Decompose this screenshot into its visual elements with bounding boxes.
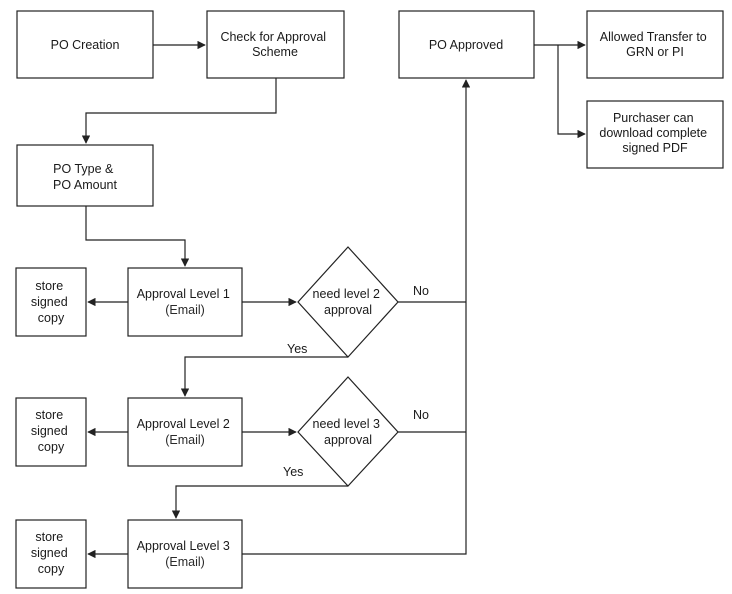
approval-level-1-box bbox=[127, 267, 243, 337]
edge-level3-to-approved bbox=[242, 79, 471, 555]
store-copy-1-label: store signed copy bbox=[31, 279, 71, 325]
edges bbox=[81, 40, 586, 559]
decision3-yes-label: Yes bbox=[283, 465, 303, 479]
po-type-amount-label: PO Type & PO Amount bbox=[53, 162, 117, 192]
store-copy-1-box bbox=[15, 267, 87, 337]
edge-decision2-yes-to-level2 bbox=[180, 356, 348, 397]
need-level-3-label: need level 3 approval bbox=[313, 417, 384, 447]
store-copy-3-label: store signed copy bbox=[31, 530, 71, 576]
approval-level-1-label: Approval Level 1 (Email) bbox=[137, 287, 234, 317]
need-level-3-diamond bbox=[297, 376, 399, 487]
edge-type-to-level1 bbox=[85, 206, 190, 267]
check-scheme-label: Check for Approval Scheme bbox=[220, 30, 329, 59]
allowed-transfer-label: Allowed Transfer to GRN or PI bbox=[600, 30, 710, 59]
decision2-no-label: No bbox=[413, 284, 429, 298]
approval-level-3-box bbox=[127, 519, 243, 589]
decision3-no-label: No bbox=[413, 408, 429, 422]
need-level-2-label: need level 2 approval bbox=[313, 287, 384, 317]
po-approved-label: PO Approved bbox=[429, 38, 503, 52]
store-copy-2-label: store signed copy bbox=[31, 408, 71, 454]
store-copy-2-box bbox=[15, 397, 87, 467]
po-type-amount-box bbox=[16, 144, 154, 207]
edge-check-to-type bbox=[81, 78, 277, 144]
allowed-transfer-box bbox=[586, 10, 724, 79]
decision2-yes-label: Yes bbox=[287, 342, 307, 356]
edge-labels: No Yes No Yes bbox=[283, 284, 429, 479]
nodes bbox=[15, 10, 724, 589]
need-level-2-diamond bbox=[297, 246, 399, 358]
po-approved-box bbox=[398, 10, 535, 79]
store-copy-3-box bbox=[15, 519, 87, 589]
purchaser-pdf-box bbox=[586, 100, 724, 169]
edge-approved-to-pdf bbox=[557, 45, 586, 139]
purchaser-pdf-label: Purchaser can download complete signed P… bbox=[599, 111, 710, 155]
po-creation-box bbox=[16, 10, 154, 79]
approval-level-3-label: Approval Level 3 (Email) bbox=[137, 539, 234, 569]
node-labels: PO Creation Check for Approval Scheme PO… bbox=[31, 30, 710, 576]
approval-level-2-box bbox=[127, 397, 243, 467]
edge-decision3-yes-to-level3 bbox=[171, 485, 348, 519]
approval-level-2-label: Approval Level 2 (Email) bbox=[137, 417, 234, 447]
po-creation-label: PO Creation bbox=[51, 38, 120, 52]
check-scheme-box bbox=[206, 10, 345, 79]
